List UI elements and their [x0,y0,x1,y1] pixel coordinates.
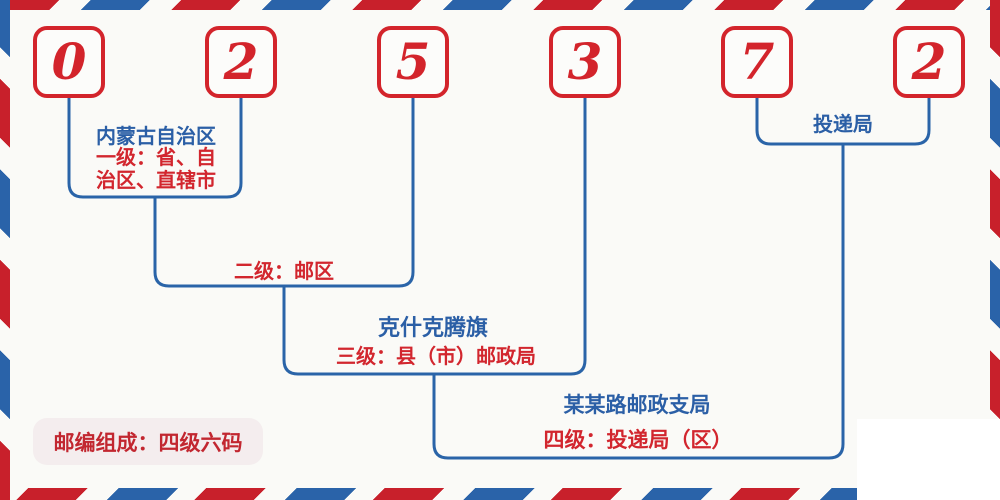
digit-box-4: 3 [549,26,621,98]
bracket-delivery [755,98,931,146]
airmail-border-left [0,0,10,500]
airmail-border-right [990,0,1000,500]
bottom-right-white-patch [857,419,1000,500]
level3-description: 三级：县（市）邮政局 [336,344,536,368]
digit-2: 2 [223,32,259,91]
digit-4: 3 [567,32,603,91]
digit-box-1: 0 [33,26,105,98]
postal-code-composition-badge: 邮编组成：四级六码 [33,418,263,465]
bracket-level4 [432,144,845,460]
digit-1: 0 [51,32,87,91]
digit-box-3: 5 [377,26,449,98]
level1-description: 一级：省、自 治区、直辖市 [96,145,216,192]
digit-6: 2 [911,32,947,91]
digit-box-6: 2 [893,26,965,98]
level3-county-name: 克什克腾旗 [377,316,488,341]
level4-description: 四级：投递局（区） [543,428,733,452]
delivery-office-name: 投递局 [813,112,873,136]
digit-box-2: 2 [205,26,277,98]
level1-region-name: 内蒙古自治区 [96,124,216,148]
level4-branch-name: 某某路邮政支局 [563,393,711,417]
airmail-border-top [0,0,1000,10]
digit-box-5: 7 [721,26,793,98]
digit-5: 7 [739,32,775,91]
badge-label: 邮编组成：四级六码 [53,430,243,455]
level2-description: 二级：邮区 [234,259,334,283]
airmail-border-bottom [0,488,1000,500]
digit-3: 5 [395,32,431,91]
